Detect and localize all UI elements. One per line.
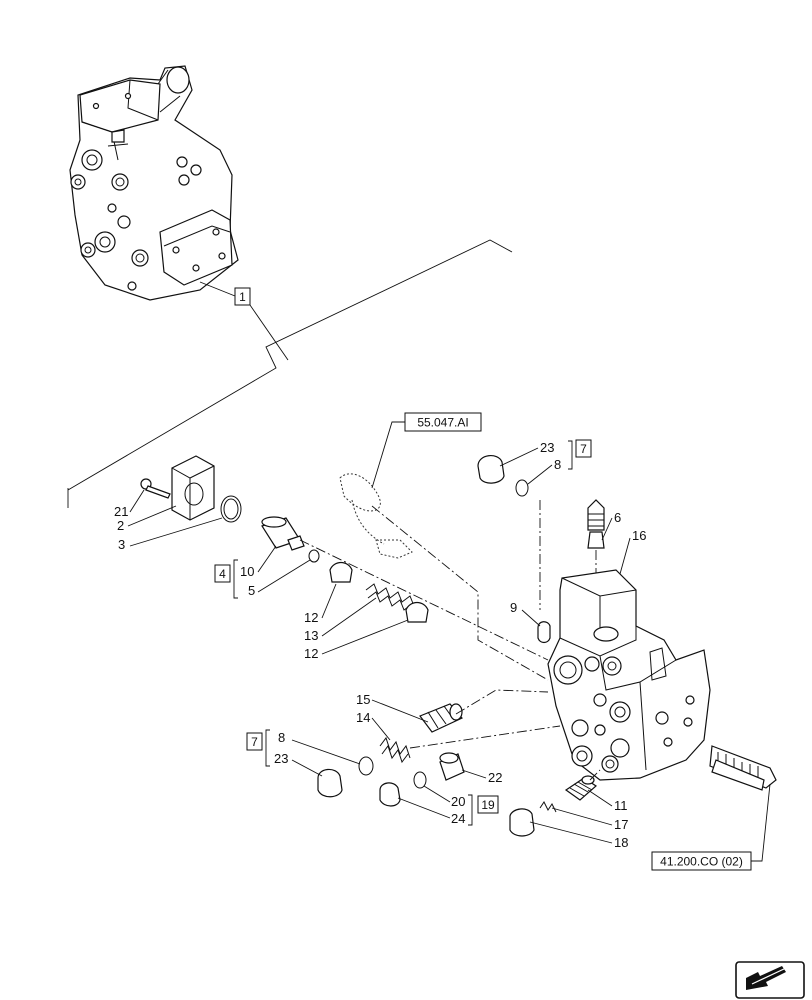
callout-14: 14 (356, 710, 370, 725)
callout-21: 21 (114, 504, 128, 519)
o-ring-part-20 (413, 771, 427, 789)
callout-19: 19 (481, 798, 495, 812)
callout-22: 22 (488, 770, 502, 785)
callout-13: 13 (304, 628, 318, 643)
spring-part-13 (365, 583, 415, 611)
callout-11: 11 (614, 798, 628, 813)
spool-part-10 (261, 516, 305, 551)
valve-part-11 (564, 775, 597, 801)
callout-9: 9 (510, 600, 517, 615)
plug-part-24 (379, 782, 401, 807)
callout-12a: 12 (304, 610, 318, 625)
callout-23b: 23 (274, 751, 288, 766)
callout-20: 20 (451, 794, 465, 809)
spring-part-17 (539, 801, 557, 813)
plug-part-23-lower (317, 768, 343, 798)
screw-part-21 (140, 478, 171, 499)
next-page-arrow-icon[interactable] (735, 961, 805, 999)
callout-8a: 8 (554, 457, 561, 472)
ring-part-5 (308, 549, 320, 563)
o-ring-part-8-upper (515, 479, 529, 497)
flange-part-2 (171, 455, 215, 521)
plug-part-23-upper (477, 455, 505, 484)
seat-part-12-lower (405, 601, 429, 623)
spool-part-15 (419, 703, 463, 733)
callout-10: 10 (240, 564, 254, 579)
callout-8b: 8 (278, 730, 285, 745)
callout-6: 6 (614, 510, 621, 525)
sensor-connector (339, 473, 413, 559)
callout-5: 5 (248, 583, 255, 598)
callout-24: 24 (451, 811, 465, 826)
callout-12b: 12 (304, 646, 318, 661)
plug-part-9 (537, 621, 551, 644)
callout-7a: 7 (580, 442, 587, 456)
cartridge-right (709, 745, 777, 791)
callout-4: 4 (219, 567, 226, 581)
callout-18: 18 (614, 835, 628, 850)
reference-41-200-co: 41.200.CO (02) (660, 855, 743, 869)
spring-part-14 (379, 736, 411, 764)
reference-55-047-ai: 55.047.AI (417, 416, 468, 430)
fitting-part-6 (587, 499, 605, 549)
callout-7b: 7 (251, 735, 258, 749)
o-ring-part-8-lower (358, 756, 374, 776)
callout-15: 15 (356, 692, 370, 707)
pump-assembly (69, 65, 239, 301)
plug-part-18 (509, 808, 535, 837)
valve-block-part-16 (547, 569, 711, 781)
callout-3: 3 (118, 537, 125, 552)
o-ring-part-3 (220, 495, 242, 523)
seat-part-12-upper (329, 561, 353, 583)
callout-17: 17 (614, 817, 628, 832)
callout-23a: 23 (540, 440, 554, 455)
callout-16: 16 (632, 528, 646, 543)
callout-2: 2 (117, 518, 124, 533)
callout-1: 1 (239, 290, 246, 304)
